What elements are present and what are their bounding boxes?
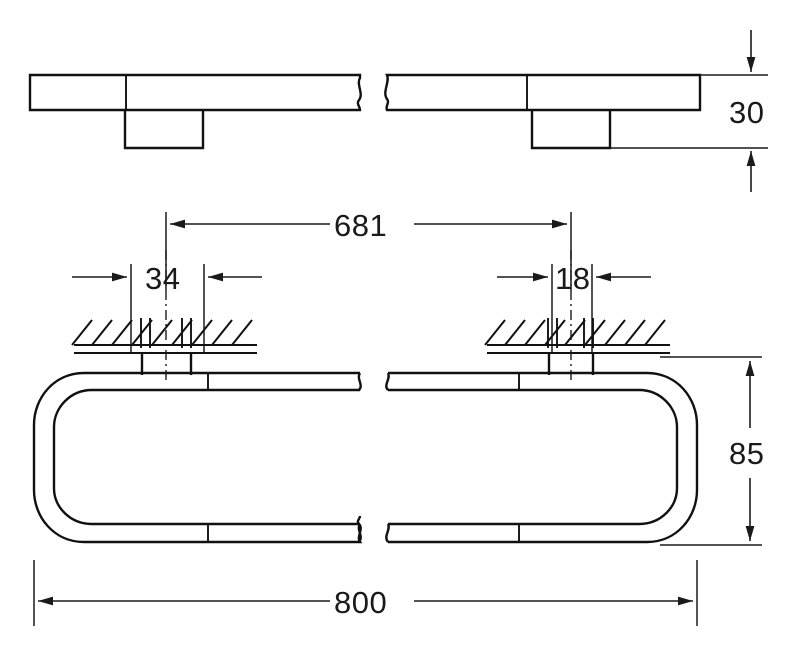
side-bar-left xyxy=(28,73,362,150)
side-bar-right xyxy=(384,73,702,150)
rail-right-half xyxy=(385,371,699,544)
rail-left-half xyxy=(32,371,363,544)
wall-hatching-left xyxy=(71,318,257,354)
dimension-800-group: 800 xyxy=(33,560,698,626)
front-elevation-view xyxy=(32,353,699,544)
dimension-30-group: 30 xyxy=(610,30,768,192)
dimension-18-label: 18 xyxy=(555,261,590,296)
rail-inner-right xyxy=(388,388,679,526)
dimension-34-group: 34 xyxy=(72,250,262,382)
side-bar-left-profile xyxy=(28,73,362,112)
rail-outer-right xyxy=(388,371,699,544)
hatch-strokes-right xyxy=(484,319,666,346)
dimension-85-group: 85 xyxy=(660,356,764,546)
break-right-bottom xyxy=(385,523,390,543)
dimension-681-label: 681 xyxy=(334,208,387,243)
rail-inner-left xyxy=(52,388,360,526)
fixing-marks-left xyxy=(140,318,192,348)
hatch-strokes-left xyxy=(71,319,253,346)
fixing-marks-right xyxy=(547,318,594,348)
dimension-18-group: 18 xyxy=(497,250,651,382)
side-mount-post-left xyxy=(123,110,205,150)
break-left-top xyxy=(357,372,362,391)
dimension-800-label: 800 xyxy=(334,585,387,620)
dimension-681-group: 681 xyxy=(165,208,572,290)
break-right-top xyxy=(385,372,390,391)
dimension-85-label: 85 xyxy=(729,436,764,471)
wall-hatching-right xyxy=(484,318,670,354)
side-mount-post-right xyxy=(530,110,612,150)
dimension-34-label: 34 xyxy=(145,261,180,296)
rail-outer-left xyxy=(32,371,363,544)
side-elevation-view xyxy=(28,73,702,150)
mount-stems xyxy=(140,353,595,375)
dimension-30-label: 30 xyxy=(729,95,764,130)
break-left-bottom xyxy=(357,523,362,543)
side-bar-right-profile xyxy=(384,73,702,112)
